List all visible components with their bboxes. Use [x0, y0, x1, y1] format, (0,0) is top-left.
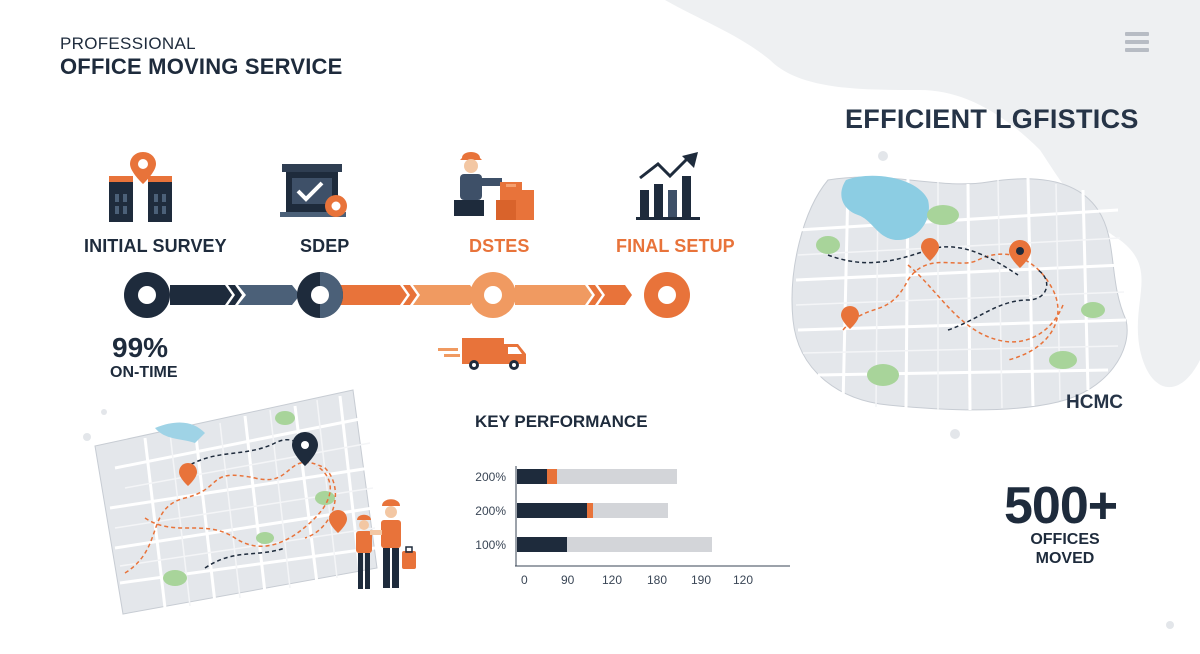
header-subtitle: PROFESSIONAL	[60, 34, 196, 53]
bar-segment	[517, 503, 587, 518]
chart-x-tick: 120	[733, 573, 754, 587]
chart-row-label: 200%	[475, 470, 506, 484]
offices-moved-value: 500+	[1004, 477, 1118, 535]
movers-illustration-icon	[356, 499, 416, 589]
bar-segment	[547, 469, 557, 484]
bar-segment	[593, 503, 668, 518]
timeline-node-2	[297, 272, 343, 318]
hamburger-menu-icon[interactable]	[1122, 30, 1152, 58]
chart-title: KEY PERFORMANCE	[475, 412, 648, 431]
chart-row-label: 100%	[475, 538, 506, 552]
chart-x-tick: 90	[561, 573, 575, 587]
planning-board-icon	[280, 164, 347, 217]
office-buildings-pin-icon	[109, 152, 172, 222]
timeline-node-1	[124, 272, 170, 318]
timeline-node-3	[470, 272, 516, 318]
step-label-initial-survey: INITIAL SURVEY	[84, 236, 227, 256]
chart-x-tick: 120	[602, 573, 623, 587]
timeline-node-4	[644, 272, 690, 318]
process-timeline	[124, 272, 690, 318]
step-label-final-setup: FINAL SETUP	[616, 236, 735, 256]
delivery-truck-icon	[438, 338, 526, 370]
mover-with-boxes-icon	[454, 152, 534, 220]
offices-moved-label-line1: OFFICES	[1030, 531, 1100, 548]
growth-chart-icon	[636, 152, 700, 220]
map-location-label: HCMC	[1066, 392, 1123, 413]
chart-x-tick: 0	[521, 573, 528, 587]
offices-moved-label-line2: MOVED	[1035, 550, 1095, 567]
key-performance-chart	[515, 466, 790, 567]
logistics-title: EFFICIENT LGFISTICS	[845, 104, 1139, 134]
city-map-right	[791, 175, 1128, 411]
city-map-left	[94, 389, 378, 615]
bar-segment	[517, 537, 567, 552]
chart-x-tick: 180	[647, 573, 668, 587]
bar-segment	[567, 537, 712, 552]
bar-segment	[517, 469, 547, 484]
header-title: OFFICE MOVING SERVICE	[60, 54, 343, 79]
chart-row-label: 200%	[475, 504, 506, 518]
step-label-dstes: DSTES	[469, 236, 530, 256]
chart-x-tick: 190	[691, 573, 712, 587]
ontime-value: 99%	[112, 332, 169, 363]
bar-segment	[557, 469, 677, 484]
bar-segment	[587, 503, 593, 518]
ontime-label: ON-TIME	[110, 364, 178, 381]
step-label-sdep: SDEP	[300, 236, 350, 256]
